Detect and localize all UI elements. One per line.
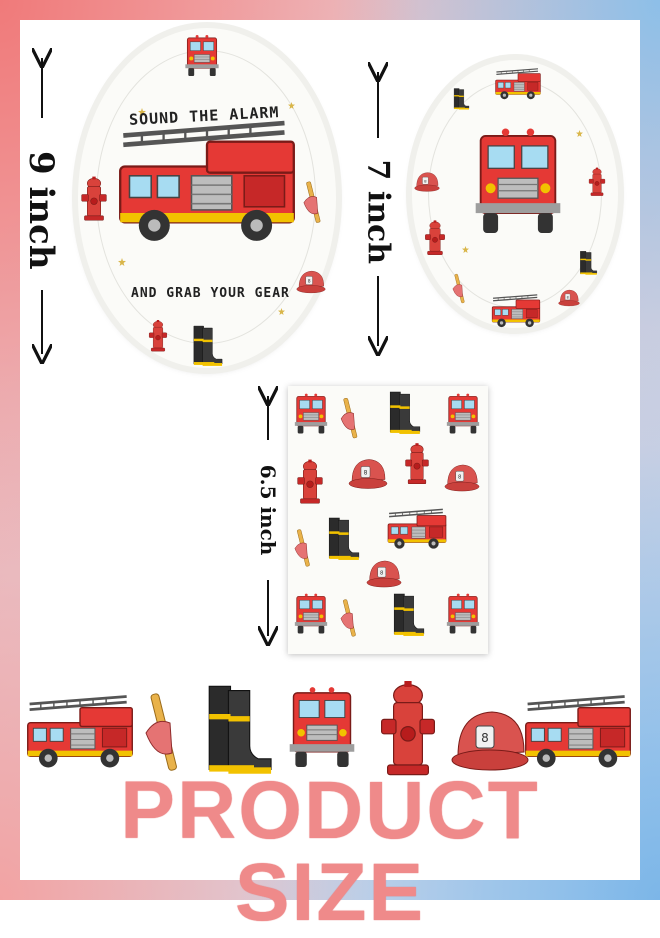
product-size-banner: PRODUCT SIZE [120, 765, 540, 938]
large-plate-dimension-label: 9 inch [21, 151, 61, 270]
fire-truck-front-icon [288, 686, 356, 768]
fire-hydrant-icon [380, 680, 436, 776]
plate-text-bottom: AND GRAB YOUR GEAR [131, 286, 290, 301]
fire-truck-icon [523, 694, 633, 770]
fire-truck-icon [25, 694, 135, 770]
napkin-dimension-label: 6.5 inch [256, 464, 280, 556]
fire-helmet-icon [451, 711, 529, 771]
large-plate-dimension-arrow [0, 0, 660, 900]
axe-icon [145, 692, 178, 772]
small-plate-dimension-label: 7 inch [360, 159, 396, 265]
fire-boots-icon [208, 685, 272, 775]
